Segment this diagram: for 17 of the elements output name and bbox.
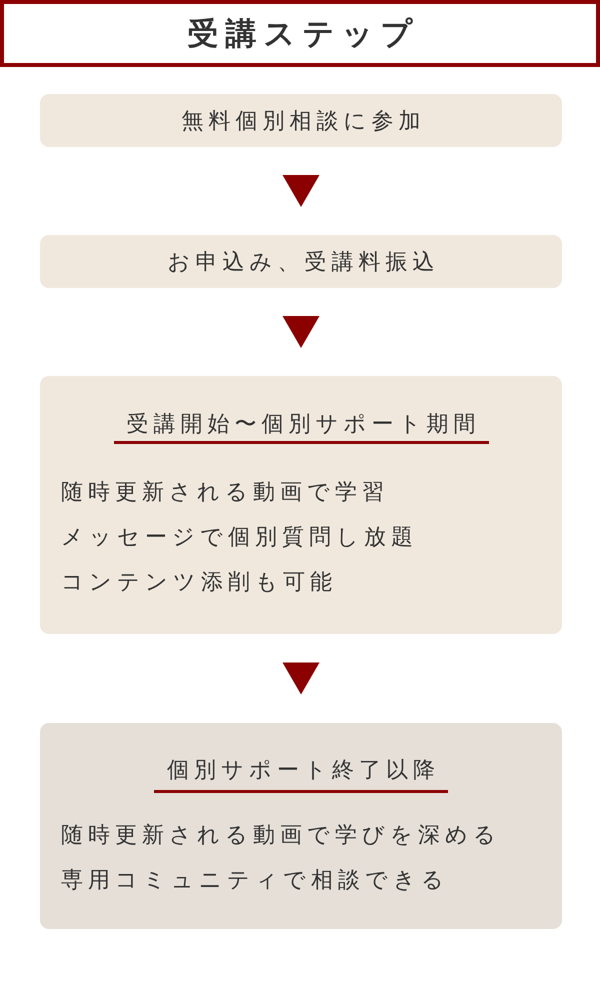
section-heading: 個別サポート終了以降 (154, 755, 448, 793)
step-box (40, 235, 562, 288)
feature-text: 専用コミュニティで相談できる (61, 866, 449, 894)
down-arrow (282, 175, 320, 207)
feature-text: 随時更新される動画で学びを深める (61, 821, 501, 849)
step-label: お申込み、受講料振込 (166, 248, 440, 276)
feature-text: メッセージで個別質問し放題 (61, 523, 418, 551)
phase-card (40, 723, 562, 929)
page-title: 受講ステップ (186, 14, 420, 54)
section-heading: 受講開始〜個別サポート期間 (114, 409, 488, 444)
down-arrow (282, 316, 320, 348)
feature-text: コンテンツ添削も可能 (61, 568, 337, 596)
feature-text: 随時更新される動画で学習 (61, 478, 389, 506)
phase-card (40, 376, 562, 634)
down-arrow (282, 662, 320, 694)
step-box (40, 94, 562, 147)
step-label: 無料個別相談に参加 (180, 106, 426, 134)
